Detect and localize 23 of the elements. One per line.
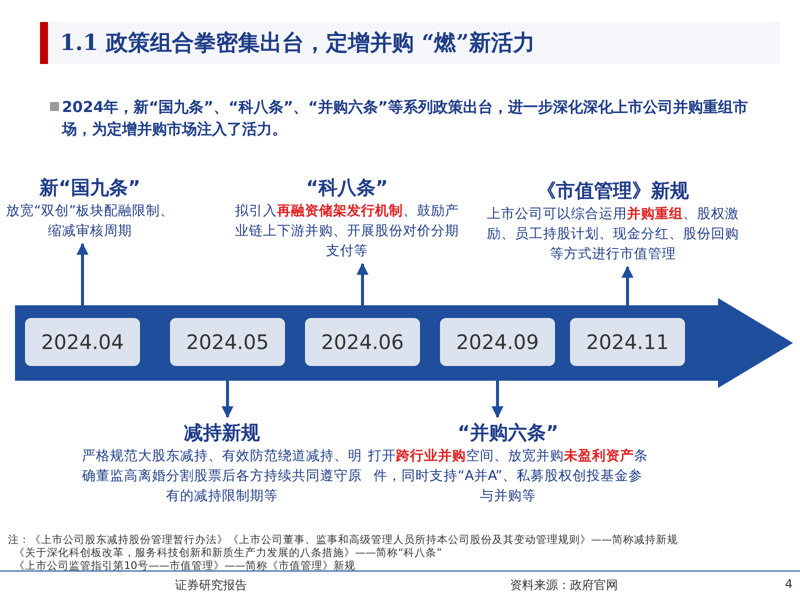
policy-text: 放宽“双创”板块配融限制、缩减审核周期 [5,202,175,241]
policy-heading: “科八条” [306,176,388,201]
policy-text: 拟引入再融资储架发行机制、鼓励产业链上下游并购、开展股份对价分期支付等 [234,202,460,261]
page-number: 4 [785,577,793,591]
date-box: 2024.04 [25,318,140,366]
footnote-text: 《关于深化科创板改革，服务科技创新和新质生产力发展的八条措施》——简称“科八条” [13,547,442,560]
policy-text: 上市公司可以综合运用并购重组、股权激励、员工持股计划、现金分红、股份回购等方式进行市值管理 [486,205,740,264]
policy-text: 严格规范大股东减持、有效防范绕道减持、明确董监高离婚分割股票后各方持续共同遵守原有的减持限制期等 [82,447,362,506]
date-box: 2024.06 [305,318,420,366]
policy-heading: 《市值管理》新规 [537,179,689,204]
slide-title: 1.1 政策组合拳密集出台，定增并购 “燃”新活力 [60,29,535,58]
policy-heading: 新“国九条” [40,176,140,201]
footnote-text: 《上市公司监管指引第10号——市值管理》——简称《市值管理》新规 [13,560,356,573]
date-box: 2024.05 [170,318,285,366]
date-box: 2024.09 [440,318,555,366]
footer-text: 证券研究报告 [175,577,247,594]
policy-heading: “并购六条” [458,421,558,446]
summary-text: 2024年，新“国九条”、“科八条”、“并购六条”等系列政策出台，进一步深化深化上市公司并购重组市场，为定增并购市场注入了活力。 [62,97,749,140]
policy-text: 打开跨行业并购空间、放宽并购未盈利资产条件，同时支持“A并A”、私募股权创投基金参与并购等 [368,447,648,506]
footnote-text: 注：《上市公司股东减持股份管理暂行办法》《上市公司董事、监事和高级管理人员所持本公司股份及其变动管理规则》——简称减持新规 [8,534,678,547]
footer-text: 资料来源：政府官网 [510,577,618,594]
date-box: 2024.11 [570,318,685,366]
policy-heading: 减持新规 [184,421,260,446]
